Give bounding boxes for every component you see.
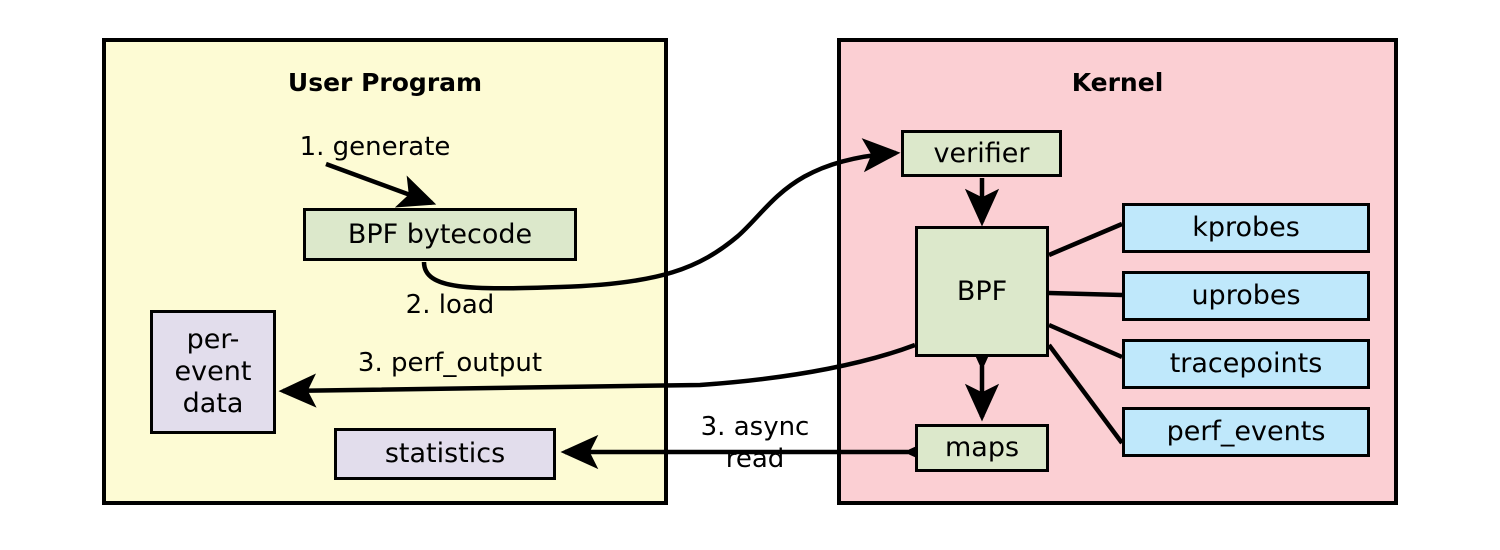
- edge-generate-to-bytecode: [325, 161, 437, 208]
- node-verifier[interactable]: verifier: [901, 130, 1062, 177]
- node-per-event-data[interactable]: per- event data: [150, 310, 276, 434]
- edge-bpf-to-tracepoints: [1048, 322, 1123, 360]
- zone-user-program-title: User Program: [287, 68, 483, 97]
- node-uprobes[interactable]: uprobes: [1122, 271, 1370, 321]
- edge-load-bytecode-to-verifier: [421, 138, 901, 291]
- edge-bpf-to-kprobes: [1048, 221, 1123, 258]
- edge-label-perf-output: 3. perf_output: [357, 348, 543, 378]
- node-statistics[interactable]: statistics: [334, 428, 556, 480]
- edge-label-load: 2. load: [405, 290, 495, 320]
- node-bpf-bytecode[interactable]: BPF bytecode: [303, 208, 577, 261]
- node-kprobes[interactable]: kprobes: [1122, 203, 1370, 253]
- edge-label-async-read: 3. async read: [700, 412, 810, 474]
- node-maps[interactable]: maps: [915, 424, 1049, 472]
- edge-perf-output-bpf-to-per-event-data: [278, 342, 916, 408]
- node-bpf[interactable]: BPF: [915, 226, 1049, 357]
- edge-bpf-to-perf-events: [1047, 343, 1124, 445]
- edge-bpf-to-uprobes: [1048, 290, 1123, 298]
- zone-kernel-title: Kernel: [1071, 68, 1164, 97]
- node-tracepoints[interactable]: tracepoints: [1122, 339, 1370, 389]
- edge-label-generate: 1. generate: [299, 132, 451, 162]
- node-perf-events[interactable]: perf_events: [1122, 407, 1370, 457]
